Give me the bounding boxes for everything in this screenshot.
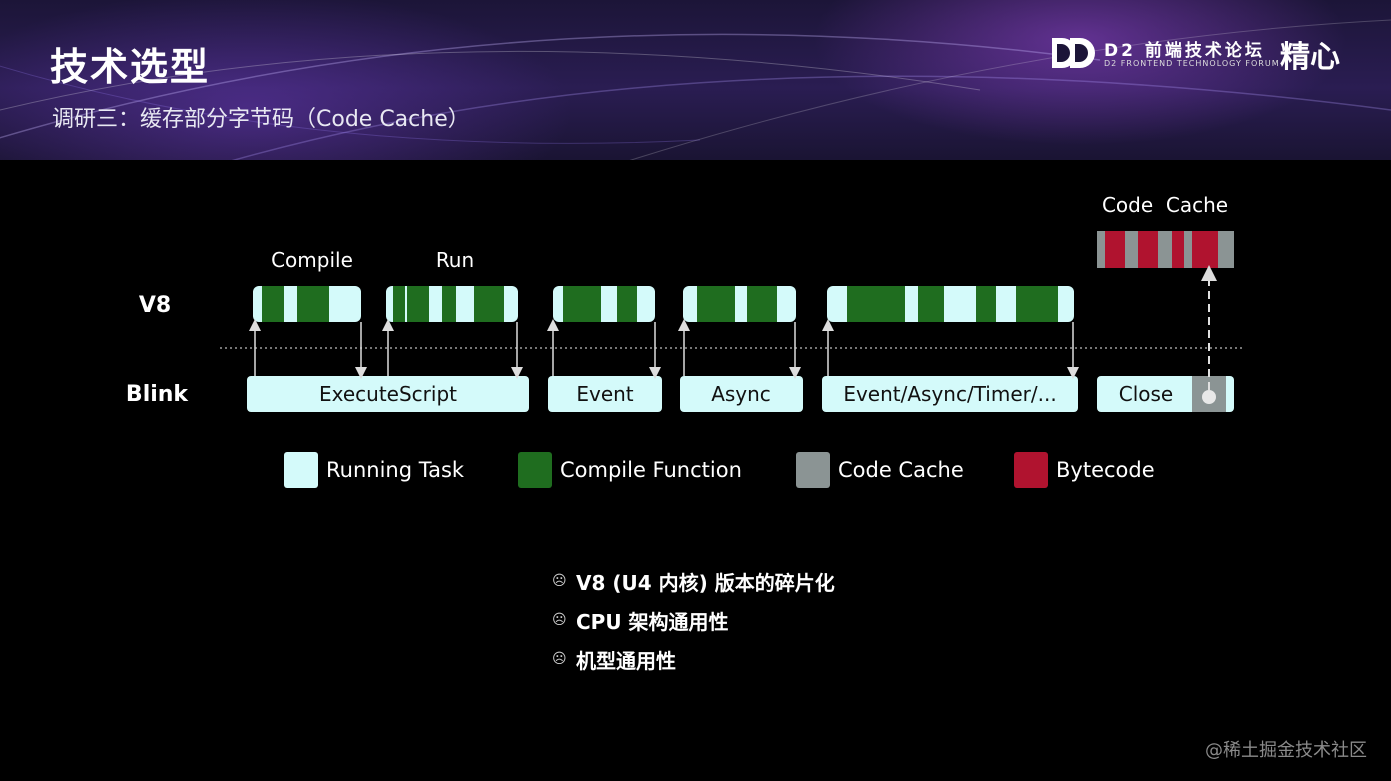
code-cache-label: Code Cache (1102, 193, 1228, 217)
logo-name: D2 前端技术论坛 (1104, 41, 1265, 61)
task-arrows (249, 319, 1079, 379)
d2-logo-icon (1052, 38, 1095, 68)
page-title: 技术选型 (50, 45, 211, 89)
header-banner: 技术选型 调研三：缓存部分字节码（Code Cache） D2 前端技术论坛 D… (0, 0, 1391, 160)
code-cache-bar (1097, 231, 1234, 268)
svg-text:Event: Event (576, 382, 633, 406)
blink-row-label: Blink (126, 382, 190, 407)
note-item: ☹ CPU 架构通用性 (552, 609, 729, 634)
legend-swatch (796, 452, 830, 488)
logo-subtitle: D2 FRONTEND TECHNOLOGY FORUM (1104, 59, 1280, 68)
legend-compile-function: Compile Function (518, 452, 742, 488)
v8-row-label: V8 (139, 293, 171, 318)
watermark: @稀土掘金技术社区 (1205, 740, 1367, 761)
frown-icon: ☹ (552, 612, 567, 628)
frown-icon: ☹ (552, 651, 567, 667)
frown-icon: ☹ (552, 573, 567, 589)
page-subtitle: 调研三：缓存部分字节码（Code Cache） (52, 107, 470, 132)
legend-bytecode: Bytecode (1014, 452, 1155, 488)
legend-swatch (1014, 452, 1048, 488)
compile-label: Compile (271, 248, 353, 272)
note-item: ☹ 机型通用性 (552, 648, 676, 673)
svg-text:Close: Close (1119, 382, 1173, 406)
blink-task-mixed: Event/Async/Timer/... (822, 376, 1078, 412)
v8-task-async (683, 286, 796, 322)
note-item: ☹ V8 (U4 内核) 版本的碎片化 (552, 570, 835, 595)
svg-text:ExecuteScript: ExecuteScript (319, 382, 457, 406)
blink-task-event: Event (548, 376, 662, 412)
v8-task-timer (827, 286, 1074, 322)
blink-task-executescript: ExecuteScript (247, 376, 529, 412)
svg-text:Async: Async (711, 382, 771, 406)
legend-swatch (518, 452, 552, 488)
v8-task-compile (253, 286, 361, 322)
svg-text:Event/Async/Timer/...: Event/Async/Timer/... (843, 382, 1056, 406)
v8-task-event (553, 286, 655, 322)
blink-task-close: Close (1097, 376, 1234, 412)
legend-code-cache: Code Cache (796, 452, 964, 488)
legend-running-task: Running Task (284, 452, 464, 488)
legend-swatch (284, 452, 318, 488)
blink-task-async: Async (680, 376, 803, 412)
run-label: Run (436, 248, 474, 272)
partner-logo: 精心 (1280, 40, 1340, 75)
banner-streaks (0, 19, 1391, 160)
v8-task-run (386, 286, 518, 322)
